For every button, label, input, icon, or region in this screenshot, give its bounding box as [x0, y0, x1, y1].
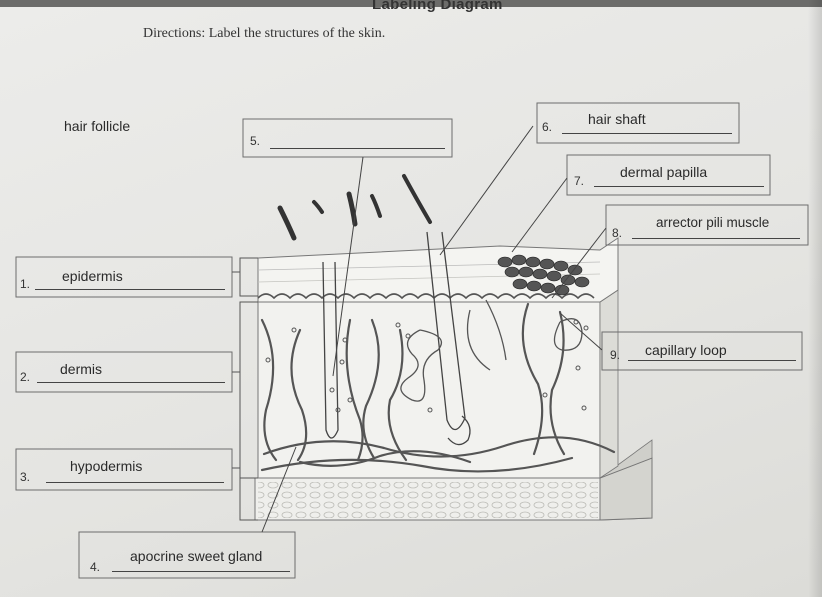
label-box-2: [15, 351, 233, 393]
label-box-4: [78, 531, 296, 579]
label-box-7: [566, 154, 771, 196]
label-9-line: [628, 360, 796, 361]
label-box-5: [242, 118, 453, 158]
label-box-1: [15, 256, 233, 298]
label-box-8: [605, 204, 809, 246]
label-2-number: 2.: [20, 370, 31, 384]
label-3-answer[interactable]: hypodermis: [70, 458, 143, 474]
label-4-number: 4.: [90, 560, 101, 574]
label-box-6: [536, 102, 740, 144]
epidermal-cells-cutaway: [497, 254, 590, 296]
label-box-3: [15, 448, 233, 491]
hair-follicle-word: hair follicle: [64, 118, 131, 134]
directions-text: Directions: Label the structures of the …: [143, 26, 386, 41]
dermis-layer: [257, 289, 619, 479]
page-top-edge: [0, 0, 822, 7]
label-8-line: [632, 238, 800, 239]
page-right-shadow: [808, 0, 822, 597]
label-1-number: 1.: [20, 277, 31, 291]
hair-shafts-surface: [277, 174, 432, 241]
label-6-line: [562, 133, 732, 134]
label-9-number: 9.: [610, 348, 621, 362]
label-2-line: [37, 382, 225, 383]
label-3-number: 3.: [20, 470, 31, 484]
label-3-line: [46, 482, 224, 483]
label-5-line: [270, 148, 445, 149]
label-4-answer[interactable]: apocrine sweet gland: [130, 548, 263, 564]
label-8-number: 8.: [612, 226, 623, 240]
dermal-cell-dots: [265, 319, 589, 413]
layer-brackets: [232, 257, 258, 521]
leader-lines: [261, 125, 607, 533]
label-box-9: [601, 331, 803, 371]
label-1-line: [35, 289, 225, 290]
label-8-answer[interactable]: arrector pili muscle: [656, 215, 770, 230]
hair-follicles: [322, 231, 471, 446]
label-boxes: [15, 102, 809, 579]
label-9-answer[interactable]: capillary loop: [645, 342, 727, 358]
page-title: Labeling Diagram: [372, 0, 503, 13]
label-6-answer[interactable]: hair shaft: [588, 111, 646, 127]
label-4-line: [112, 571, 290, 572]
label-1-answer[interactable]: epidermis: [62, 268, 123, 284]
label-6-number: 6.: [542, 120, 553, 134]
label-5-number: 5.: [250, 134, 261, 148]
glands: [400, 299, 583, 402]
label-7-number: 7.: [574, 174, 585, 188]
label-2-answer[interactable]: dermis: [60, 361, 103, 377]
label-7-line: [594, 186, 764, 187]
blood-vessels: [260, 302, 616, 473]
label-7-answer[interactable]: dermal papilla: [620, 164, 708, 180]
